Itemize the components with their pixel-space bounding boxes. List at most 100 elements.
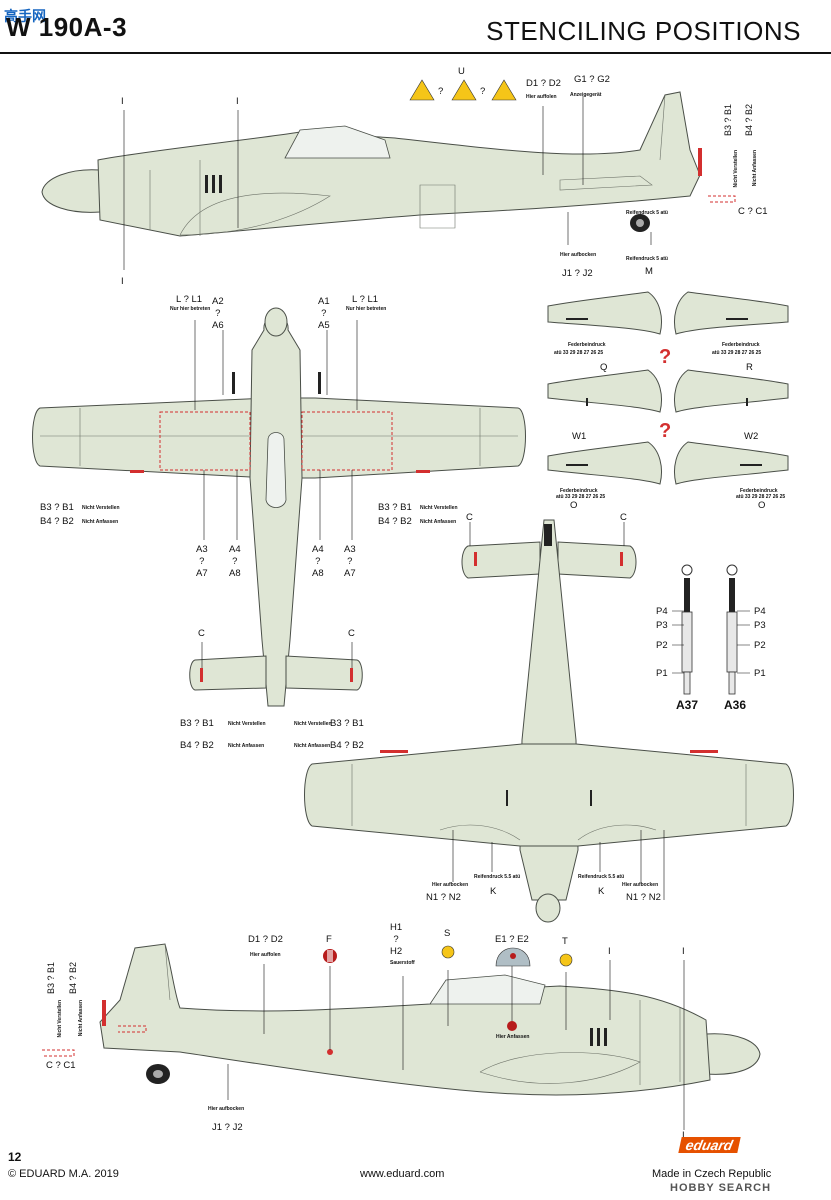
label-federbeindruck-R: Federbeindruck bbox=[722, 342, 760, 348]
label-reifendruck-5-top: Reifendruck 5 atü bbox=[626, 210, 668, 216]
label-C-under-right: C bbox=[620, 512, 627, 523]
side-view-top bbox=[41, 91, 736, 270]
label-J1J2-bottom: J1 ? J2 bbox=[212, 1122, 243, 1133]
label-reifendruck-5-bottom: Reifendruck 5 atü bbox=[626, 256, 668, 262]
label-nicht-verstellen-top: Nicht Verstellen bbox=[733, 150, 739, 188]
label-Q: Q bbox=[600, 362, 608, 373]
label-B4B2-bottom: B4 ? B2 bbox=[68, 962, 78, 995]
label-nicht-verstellen-tail-right: Nicht Verstellen bbox=[294, 721, 332, 727]
label-J1J2-top: J1 ? J2 bbox=[562, 268, 593, 279]
label-A36: A36 bbox=[724, 698, 747, 712]
label-nicht-anfassen-plan-left: Nicht Anfassen bbox=[82, 519, 119, 525]
label-E1E2: E1 ? E2 bbox=[495, 934, 529, 945]
label-M: M bbox=[645, 266, 653, 277]
label-hier-aufbocken-bottom: Hier aufbocken bbox=[208, 1106, 245, 1112]
label-reifendruck-55-right: Reifendruck 5.5 atü bbox=[578, 874, 625, 880]
question-mark-2: ? bbox=[659, 420, 672, 442]
page-number: 12 bbox=[8, 1150, 22, 1164]
label-nur-hier-right: Nur hier betreten bbox=[346, 306, 387, 312]
label-q: ? bbox=[315, 556, 321, 567]
label-A4-q-A8-right: A4?A8 bbox=[312, 544, 324, 580]
label-nicht-anfassen-plan-right: Nicht Anfassen bbox=[420, 519, 457, 525]
label-W2: W2 bbox=[744, 431, 759, 442]
label-federbeindruck-vals-O-right: atü 33 29 28 27 26 25 bbox=[736, 494, 786, 500]
label-N1N2-left: N1 ? N2 bbox=[426, 892, 461, 903]
label-C-under-left: C bbox=[466, 512, 473, 523]
label-D1D2-bottom: D1 ? D2 bbox=[248, 934, 283, 945]
label-I-1: I bbox=[121, 96, 124, 107]
label-federbeindruck-vals-R: atü 33 29 28 27 26 25 bbox=[712, 350, 762, 356]
label-B4B2-tail-left: B4 ? B2 bbox=[180, 740, 214, 751]
label-hier-aufbocken-under-left: Hier aufbocken bbox=[432, 882, 469, 888]
label-D1D2-top: D1 ? D2 bbox=[526, 78, 561, 89]
label-hier-aufholen-bottom: Hier auffolen bbox=[250, 952, 281, 958]
label-O-right: O bbox=[758, 500, 766, 511]
label-B4B2-plan-right: B4 ? B2 bbox=[378, 516, 412, 527]
side-view-bottom bbox=[42, 943, 761, 1130]
label-sauerstoff: Sauerstoff bbox=[390, 960, 415, 966]
label-nicht-anfassen-bottom: Nicht Anfassen bbox=[78, 1000, 84, 1037]
label-B3B1-tail-left: B3 ? B1 bbox=[180, 718, 214, 729]
label-q-1: ? bbox=[438, 86, 444, 97]
label-B3B1-top: B3 ? B1 bbox=[723, 104, 733, 137]
label-nur-hier-left: Nur hier betreten bbox=[170, 306, 211, 312]
label-A1: A1 bbox=[318, 296, 330, 307]
label-P3-left: P3 bbox=[656, 620, 668, 631]
label-H2: H2 bbox=[390, 946, 403, 957]
label-federbeindruck-Q: Federbeindruck bbox=[568, 342, 606, 348]
label-reifendruck-55-left: Reifendruck 5.5 atü bbox=[474, 874, 521, 880]
label-q-2: ? bbox=[480, 86, 486, 97]
footer-copyright: © EDUARD M.A. 2019 bbox=[8, 1168, 119, 1180]
label-N1N2-right: N1 ? N2 bbox=[626, 892, 661, 903]
label-R: R bbox=[746, 362, 753, 373]
label-P2-left: P2 bbox=[656, 640, 668, 651]
label-B4B2-tail-right: B4 ? B2 bbox=[330, 740, 364, 751]
page-title-left: W 190A-3 bbox=[6, 12, 128, 42]
label-q: ? bbox=[347, 556, 353, 567]
label-federbeindruck-O-right: Federbeindruck bbox=[740, 488, 778, 494]
label-A8: A8 bbox=[229, 568, 241, 579]
label-G1G2: G1 ? G2 bbox=[574, 74, 610, 85]
label-A8: A8 bbox=[312, 568, 324, 579]
header-rule bbox=[0, 52, 831, 54]
label-nicht-anfassen-tail-left: Nicht Anfassen bbox=[228, 743, 265, 749]
label-nicht-verstellen-tail-left: Nicht Verstellen bbox=[228, 721, 266, 727]
brand-logo: eduard bbox=[678, 1137, 741, 1153]
label-U: U bbox=[458, 66, 465, 77]
label-A5: A5 bbox=[318, 320, 330, 331]
label-CC1-bottom: C ? C1 bbox=[46, 1060, 76, 1071]
label-B4B2-plan-left: B4 ? B2 bbox=[40, 516, 74, 527]
label-q: ? bbox=[215, 308, 221, 319]
label-A4: A4 bbox=[312, 544, 324, 555]
label-A6: A6 bbox=[212, 320, 224, 331]
label-A3: A3 bbox=[344, 544, 356, 555]
label-F: F bbox=[326, 934, 332, 945]
label-P1-right: P1 bbox=[754, 668, 766, 679]
label-B3B1-tail-right: B3 ? B1 bbox=[330, 718, 364, 729]
landing-gear-struts bbox=[672, 564, 750, 695]
label-anzeigegerat: Anzeigegerät bbox=[570, 92, 602, 98]
label-I-bottom-1: I bbox=[608, 946, 611, 957]
label-P1-left: P1 bbox=[656, 668, 668, 679]
label-nicht-verstellen-plan-right: Nicht Verstellen bbox=[420, 505, 458, 511]
label-H1-q-H2: H1?H2 bbox=[390, 922, 402, 958]
label-q: ? bbox=[199, 556, 205, 567]
label-hier-anfassen: Hier Anfassen bbox=[496, 1034, 530, 1040]
wing-root-details bbox=[547, 291, 789, 485]
watermark: HOBBY SEARCH bbox=[670, 1182, 772, 1194]
label-nicht-verstellen-bottom: Nicht Verstellen bbox=[57, 1000, 63, 1038]
footer-website[interactable]: www.eduard.com bbox=[360, 1168, 445, 1180]
label-B3B1-plan-left: B3 ? B1 bbox=[40, 502, 74, 513]
plan-view-top bbox=[32, 307, 526, 707]
plan-view-bottom bbox=[304, 519, 794, 923]
label-hier-aufbocken-top: Hier aufbocken bbox=[560, 252, 597, 258]
label-q: ? bbox=[232, 556, 238, 567]
label-I-2: I bbox=[236, 96, 239, 107]
label-A2: A2 bbox=[212, 296, 224, 307]
label-nicht-anfassen-top: Nicht Anfassen bbox=[752, 150, 758, 187]
label-federbeindruck-vals-O-left: atü 33 29 28 27 26 25 bbox=[556, 494, 606, 500]
label-hier-aufholen-top: Hier auffolen bbox=[526, 94, 557, 100]
label-nicht-anfassen-tail-right: Nicht Anfassen bbox=[294, 743, 331, 749]
question-mark-1: ? bbox=[659, 346, 672, 368]
